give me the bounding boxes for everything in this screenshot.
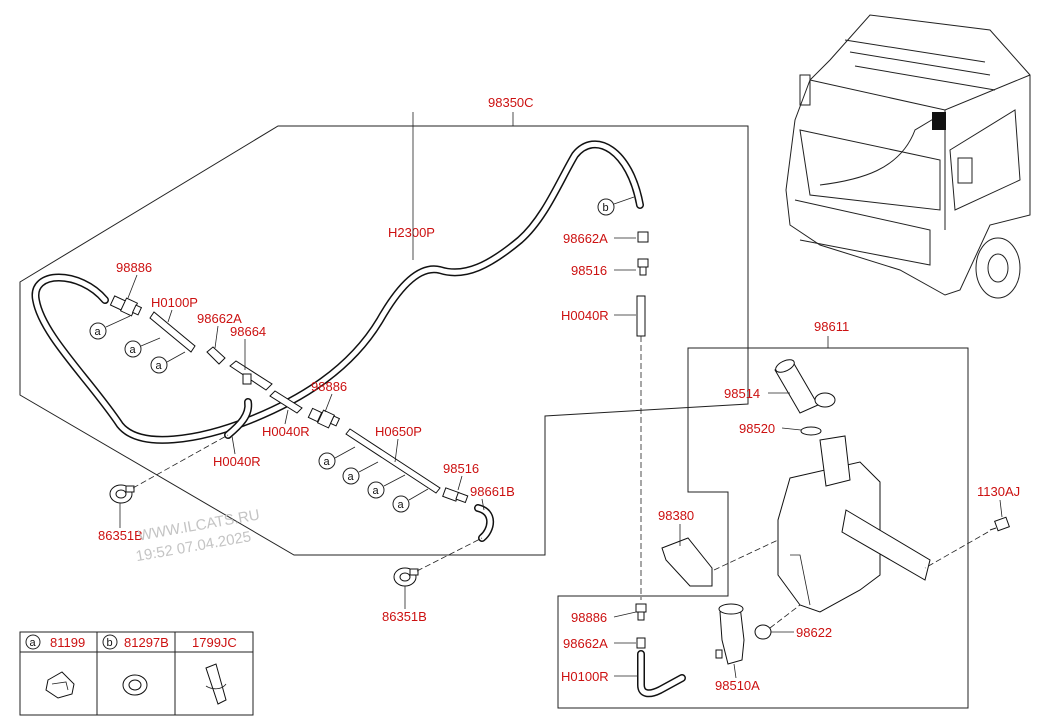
- label-98516-mid[interactable]: 98516: [443, 461, 479, 476]
- legend-part-81199: 81199: [50, 635, 85, 650]
- label-98664[interactable]: 98664: [230, 324, 266, 339]
- hose-h0040r-lower-left[interactable]: [224, 398, 253, 439]
- label-98520[interactable]: 98520: [739, 421, 775, 436]
- bracket-98380[interactable]: [661, 537, 713, 587]
- svg-text:a: a: [30, 637, 37, 649]
- label-98662a-left[interactable]: 98662A: [197, 311, 242, 326]
- band-1799jc-icon: [205, 663, 227, 705]
- grommet-81297b-icon: [122, 674, 148, 696]
- pump-98510a[interactable]: [715, 603, 745, 665]
- callout-b-1: b: [597, 196, 635, 216]
- hose-left-h0100p[interactable]: [149, 311, 196, 353]
- hose-h0040r-mid[interactable]: [269, 390, 303, 414]
- label-1130aj[interactable]: 1130AJ: [977, 484, 1020, 499]
- svg-text:a: a: [324, 456, 331, 468]
- label-98886-left[interactable]: 98886: [116, 260, 152, 275]
- svg-text:a: a: [348, 471, 355, 483]
- legend-part-81297b: 81297B: [124, 635, 169, 650]
- hose-h0040r-right[interactable]: [636, 295, 646, 337]
- hose-main[interactable]: [31, 140, 644, 444]
- nozzle-bottom[interactable]: [635, 603, 647, 621]
- label-h0040r-mid[interactable]: H0040R: [262, 424, 310, 439]
- label-98622[interactable]: 98622: [796, 625, 832, 640]
- legend-cell-c[interactable]: 1799JC: [192, 635, 237, 705]
- label-h0040r-lower-left[interactable]: H0040R: [213, 454, 261, 469]
- svg-text:b: b: [603, 202, 609, 214]
- label-86351b-mid[interactable]: 86351B: [382, 609, 427, 624]
- label-h0100r[interactable]: H0100R: [561, 669, 609, 684]
- assy-boundary: [19, 125, 749, 556]
- hose-end-98661b[interactable]: [474, 504, 495, 542]
- seal[interactable]: [800, 426, 822, 436]
- svg-text:a: a: [95, 326, 102, 338]
- clip-left[interactable]: [206, 346, 226, 365]
- label-h0100p[interactable]: H0100P: [151, 295, 198, 310]
- label-98662a-bottom[interactable]: 98662A: [563, 636, 608, 651]
- hose-lower-h0650p[interactable]: [345, 428, 441, 494]
- svg-text:a: a: [156, 360, 163, 372]
- label-h2300p[interactable]: H2300P: [388, 225, 435, 240]
- label-86351b-left[interactable]: 86351B: [98, 528, 143, 543]
- clip-right[interactable]: [637, 231, 649, 243]
- label-98514[interactable]: 98514: [724, 386, 760, 401]
- grommet-left[interactable]: [109, 484, 135, 504]
- label-98380[interactable]: 98380: [658, 508, 694, 523]
- label-h0040r-right[interactable]: H0040R: [561, 308, 609, 323]
- clip-81199-icon: [45, 671, 75, 699]
- legend-table: a 81199 b 81297B 1799JC: [19, 631, 254, 716]
- callout-a-6: a: [367, 474, 406, 499]
- label-98661b[interactable]: 98661B: [470, 484, 515, 499]
- grommet-pump-98622[interactable]: [754, 624, 772, 640]
- label-98510a[interactable]: 98510A: [715, 678, 760, 693]
- callout-a-7: a: [392, 488, 429, 513]
- label-98611[interactable]: 98611: [814, 319, 849, 334]
- bolt-1130aj[interactable]: [989, 516, 1010, 532]
- joint-left[interactable]: [229, 360, 273, 391]
- svg-text:a: a: [130, 344, 137, 356]
- callout-a-5: a: [342, 461, 379, 485]
- label-98662a-right[interactable]: 98662A: [563, 231, 608, 246]
- svg-text:a: a: [398, 499, 405, 511]
- clip-bottom[interactable]: [636, 637, 646, 649]
- callout-a-4: a: [318, 446, 356, 470]
- watermark: WWW.ILCATS.RU 19:52 07.04.2025: [134, 506, 261, 565]
- legend-part-1799jc: 1799JC: [192, 635, 237, 650]
- callout-a-1: a: [89, 315, 131, 340]
- grommet-mid[interactable]: [393, 567, 419, 587]
- label-98350c[interactable]: 98350C: [488, 95, 534, 110]
- check-valve-mid[interactable]: [442, 487, 469, 504]
- reservoir-tank[interactable]: [777, 435, 931, 613]
- legend-cell-a[interactable]: a 81199: [25, 634, 85, 699]
- svg-text:a: a: [373, 485, 380, 497]
- svg-text:b: b: [107, 637, 113, 649]
- label-98516-right[interactable]: 98516: [571, 263, 607, 278]
- label-98886-mid[interactable]: 98886: [311, 379, 347, 394]
- callout-a-2: a: [124, 337, 161, 358]
- reservoir-boundary: [557, 347, 969, 709]
- hose-bottom-h0100r[interactable]: [637, 650, 686, 698]
- truck-illustration: [785, 14, 1031, 299]
- nozzle-left[interactable]: [109, 295, 143, 317]
- filler-neck[interactable]: [774, 357, 836, 414]
- legend-cell-b[interactable]: b 81297B: [102, 634, 169, 696]
- callout-a-3: a: [150, 351, 186, 374]
- nozzle-mid[interactable]: [307, 407, 341, 429]
- check-valve-right[interactable]: [637, 258, 649, 276]
- label-98886-bottom[interactable]: 98886: [571, 610, 607, 625]
- label-h0650p[interactable]: H0650P: [375, 424, 422, 439]
